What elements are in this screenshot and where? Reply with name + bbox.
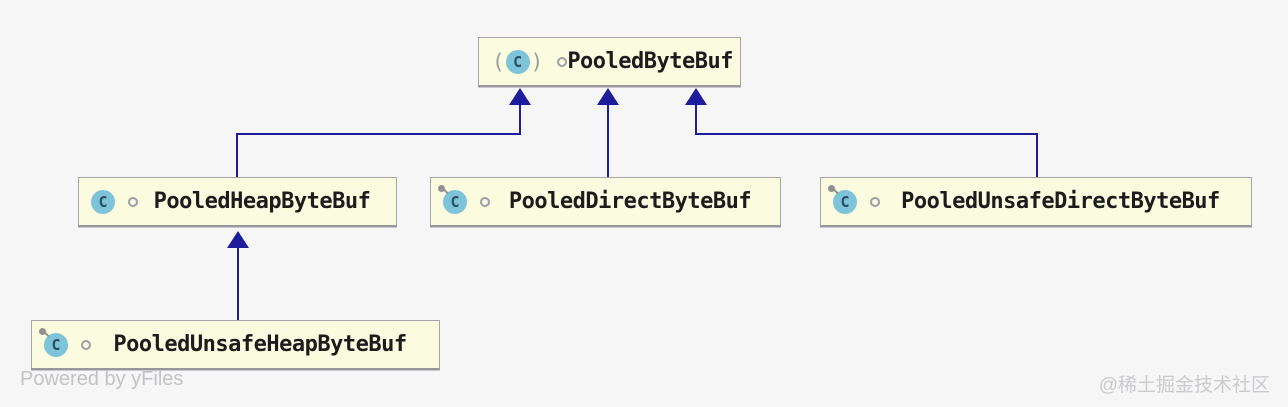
inheritance-arrow-head <box>227 231 249 248</box>
class-name-label: PooledUnsafeHeapByteBuf <box>113 332 407 357</box>
inheritance-edge-unsafedirect-to-base[interactable] <box>695 133 1038 135</box>
visibility-icon <box>557 56 568 67</box>
class-icon: C <box>438 184 467 214</box>
node-pooled-direct-byte-buf[interactable]: C PooledDirectByteBuf <box>430 177 781 227</box>
inheritance-arrow-head <box>597 88 619 105</box>
abstract-marker-open: ( <box>492 49 505 74</box>
inheritance-edge-heap-to-base[interactable] <box>236 133 521 135</box>
class-icon-cluster: C <box>438 184 490 214</box>
final-pin-icon <box>438 184 449 196</box>
final-pin-icon <box>39 327 50 339</box>
node-pooled-unsafe-direct-byte-buf[interactable]: C PooledUnsafeDirectByteBuf <box>820 177 1252 227</box>
inheritance-edge-unsafedirect-to-base[interactable] <box>695 105 697 135</box>
class-name-label: PooledDirectByteBuf <box>508 189 752 214</box>
juejin-watermark: @稀土掘金技术社区 <box>1098 375 1270 396</box>
visibility-icon <box>128 196 138 207</box>
visibility-icon <box>480 196 490 207</box>
class-icon: C <box>828 184 857 214</box>
abstract-class-icon: ( C ) <box>491 49 568 74</box>
final-pin-icon <box>828 184 839 196</box>
node-pooled-byte-buf[interactable]: ( C ) PooledByteBuf <box>478 37 741 87</box>
inheritance-edge-unsafeheap-to-heap[interactable] <box>237 248 239 320</box>
class-icon: C <box>505 49 530 74</box>
inheritance-edge-direct-to-base[interactable] <box>607 105 609 178</box>
class-icon: C <box>91 189 115 214</box>
class-icon-cluster: C <box>39 327 91 357</box>
class-name-label: PooledHeapByteBuf <box>153 189 371 214</box>
class-icon: C <box>39 327 68 357</box>
class-icon-cluster: C <box>828 184 880 214</box>
node-pooled-heap-byte-buf[interactable]: C PooledHeapByteBuf <box>78 177 397 227</box>
node-pooled-unsafe-heap-byte-buf[interactable]: C PooledUnsafeHeapByteBuf <box>31 320 440 370</box>
inheritance-arrow-head <box>685 88 707 105</box>
class-name-label: PooledByteBuf <box>567 49 733 74</box>
class-name-label: PooledUnsafeDirectByteBuf <box>901 189 1220 214</box>
visibility-icon <box>81 339 91 350</box>
inheritance-edge-heap-to-base[interactable] <box>519 105 521 135</box>
abstract-marker-close: ) <box>530 49 544 74</box>
inheritance-edge-unsafedirect-to-base[interactable] <box>1036 133 1038 178</box>
inheritance-arrow-head <box>509 88 531 105</box>
inheritance-edge-heap-to-base[interactable] <box>236 133 238 178</box>
powered-by-yfiles-label: Powered by yFiles <box>20 368 184 390</box>
visibility-icon <box>870 196 880 207</box>
class-icon-cluster: C <box>91 189 138 214</box>
